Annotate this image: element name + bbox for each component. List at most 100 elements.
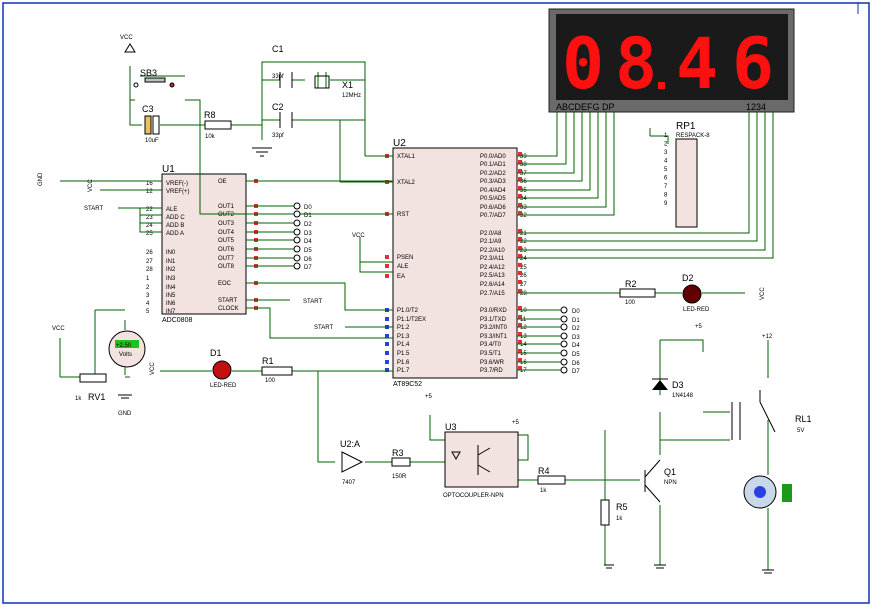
start-label-3: START [314,325,333,331]
u2-pin-label: P3.3/INT1 [480,334,508,340]
u1-pin-label: IN5 [166,293,176,299]
d3-val: 1N4148 [672,393,694,399]
p3-d-label: D7 [572,369,580,375]
u2-pin-num: 36 [520,179,527,185]
p3-d-label: D0 [572,309,580,315]
u2-pin-label: P3.2/INT0 [480,325,508,331]
u1-pin-label: START [218,298,237,304]
u2-pin-label: P0.6/AD6 [480,205,506,211]
u1-pin-num: 23 [146,215,153,221]
u2-pin-label: P1.7 [397,368,410,374]
u2-ref: U2 [393,138,406,149]
u2-pin-label: P2.3/A11 [480,256,505,262]
u2-pin-num: 16 [520,360,527,366]
u1-pin-num: 3 [146,293,150,299]
u2-pin-label: P0.2/AD2 [480,171,506,177]
u2-pin-label: PSEN [397,255,413,261]
u2-pin-label: P1.5 [397,351,410,357]
u1-pin-label: OUT4 [218,230,235,236]
x1-val: 12MHz [342,93,361,99]
u1-pin-label: IN6 [166,301,176,307]
r4-val: 1k [540,488,547,494]
rp1-pin-num: 6 [664,176,668,182]
rp1-pin-num: 5 [664,167,668,173]
digit-4: 6 [732,23,774,105]
plus12: +12 [762,334,773,340]
c1-ref: C1 [272,44,284,54]
u2-pin-num: 17 [520,368,527,374]
u2-pin-label: P2.7/A15 [480,291,505,297]
u1-pin-num: 22 [146,207,153,213]
u1-pin-label: ADD C [166,215,185,221]
u2-pin-label: P3.1/TXD [480,317,507,323]
u2-pin-label: P0.4/AD4 [480,188,506,194]
u2-pin-label: P1.0/T2 [397,308,419,314]
u2-pin-label: P2.0/A8 [480,231,502,237]
u2-pin-num: 14 [520,342,527,348]
q1-val: NPN [664,480,677,486]
p3-d-label: D1 [572,318,580,324]
u2-pin-num: 23 [520,248,527,254]
d2-ref: D2 [682,273,694,283]
u1-pin-label: OUT8 [218,264,235,270]
u2-pin-label: P2.1/A9 [480,239,502,245]
d3-ref: D3 [672,380,684,390]
u1-pin-label: EOC [218,281,232,287]
plus5-2: +5 [512,420,520,426]
u2-pin-label: P3.4/T0 [480,342,502,348]
u1-pin-num: 26 [146,250,153,256]
x1-ref: X1 [342,80,353,90]
rp1-pin-num: 2 [664,142,668,148]
u1-pin-num: 25 [146,231,153,237]
d1-val: LED-RED [210,383,237,389]
u2a-ref: U2:A [340,439,360,449]
u1-pin-num: 2 [146,285,150,291]
vcc-label-2: VCC [88,179,94,192]
u2-pin-label: P1.4 [397,342,410,348]
c2-ref: C2 [272,102,284,112]
u2a-val: 7407 [342,480,356,486]
d-label: D5 [304,248,312,254]
q1-ref: Q1 [664,467,676,477]
r1-val: 100 [265,378,276,384]
u2-name: AT89C52 [393,381,422,388]
u2-pin-num: 22 [520,239,527,245]
d-label: D3 [304,231,312,237]
r2-ref: R2 [625,279,637,289]
u1-pin-num: 27 [146,259,153,265]
u3-ref: U3 [445,422,457,432]
p3-d-label: D4 [572,343,580,349]
rp1-pin-num: 8 [664,193,668,199]
gnd-label-2: GND [118,411,132,417]
bus-wires [59,61,774,570]
seg-label: ABCDEFG DP [556,102,615,112]
u2-pin-label: P3.6/WR [480,360,505,366]
u1-pin-label: VREF(+) [166,189,190,195]
u2-pin-num: 12 [520,325,527,331]
u1-pin-num: 12 [146,189,153,195]
u2-pin-num: 25 [520,265,527,271]
start-label-1: START [84,206,103,212]
c2-val: 33pf [272,133,284,139]
p3-d-label: D3 [572,335,580,341]
r5-ref: R5 [616,502,628,512]
u1-pin-label: OUT5 [218,238,235,244]
rl1-val: 5V [797,428,804,434]
r3-val: 150R [392,474,407,480]
u1-pin-label: IN4 [166,285,176,291]
r3-ref: R3 [392,448,404,458]
p3-d-label: D6 [572,361,580,367]
vcc-label-5: VCC [150,362,156,375]
meter-reading: +2.50 [116,343,132,349]
u2-pin-label: P2.5/A13 [480,273,505,279]
plus5-3: +5 [695,324,703,330]
u2-pin-num: 24 [520,256,527,262]
u2-pin-label: P2.6/A14 [480,282,505,288]
u2-pin-label: P3.5/T1 [480,351,502,357]
u2-pin-num: 11 [520,317,527,323]
c1-val: 33pf [272,74,284,80]
com-label: 1234 [746,102,766,112]
start-label-2: START [303,299,322,305]
